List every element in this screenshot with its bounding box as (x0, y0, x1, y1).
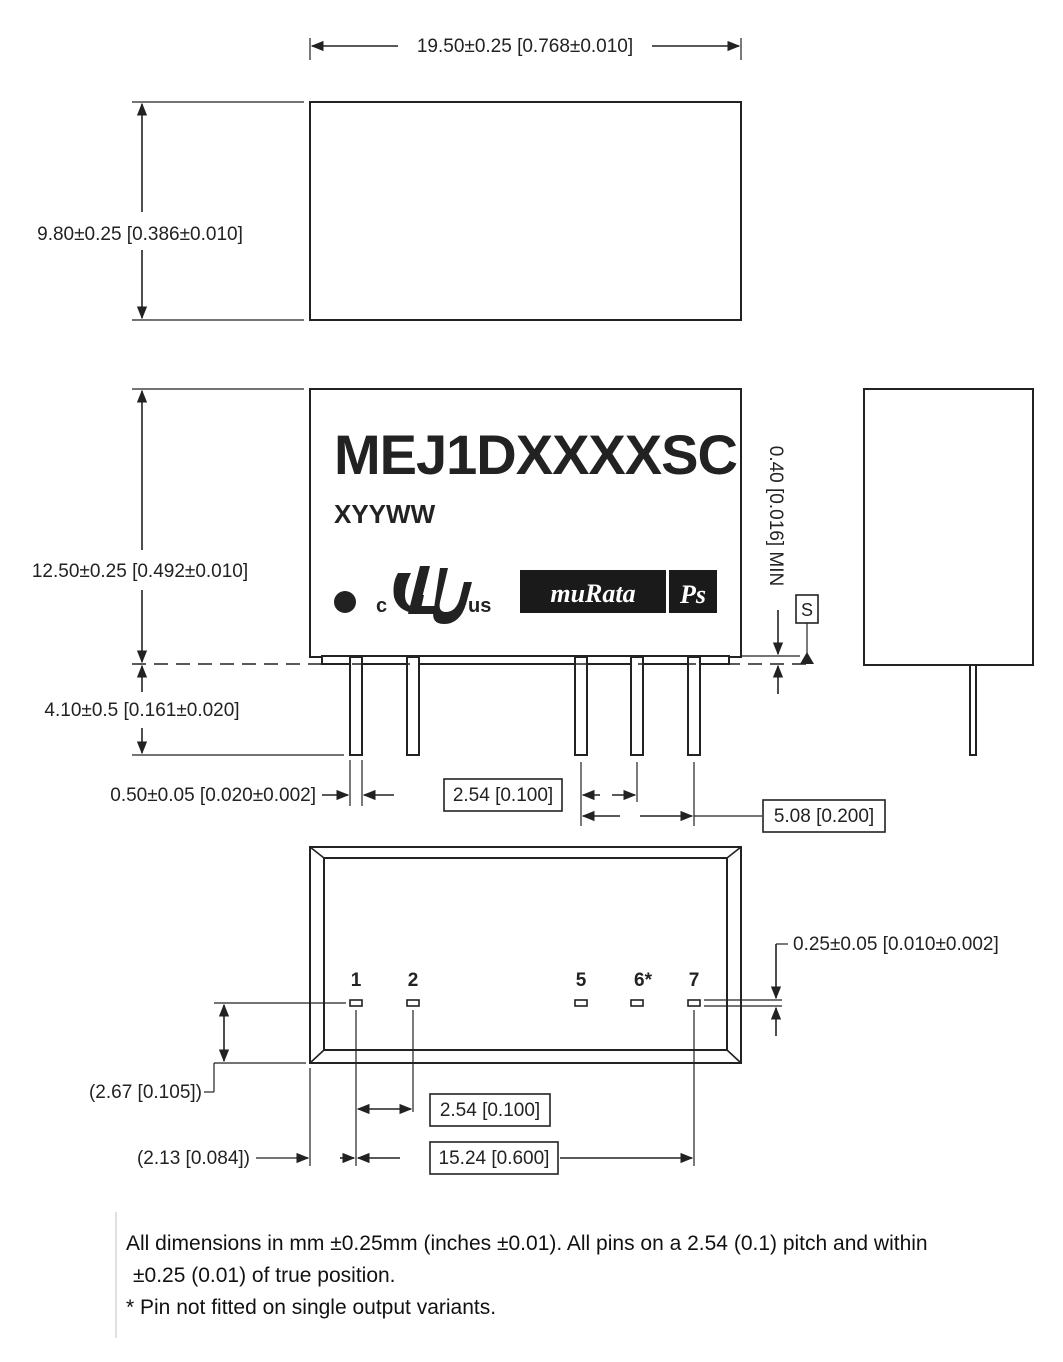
pin-thickness-dimension: 0.25±0.05 [0.010±0.002] (793, 934, 999, 955)
pad-pin-6 (630, 999, 644, 1007)
date-code: XYYWW (334, 499, 436, 529)
pitch-bottom-box (429, 1093, 551, 1127)
pitch-bottom-dimension: 2.54 [0.100] (440, 1100, 540, 1121)
row-offset-dimension: (2.67 [0.105]) (89, 1082, 202, 1103)
pin-label-6: 6* (634, 970, 653, 991)
pin-label-5: 5 (576, 970, 587, 991)
brand-name: muRata (550, 579, 635, 608)
top-view-outline (309, 101, 742, 321)
side-view-pin (969, 664, 977, 756)
part-number: MEJ1DXXXXSC (334, 423, 737, 486)
pitch-side-box (443, 778, 563, 812)
murata-logo: muRata Ps (520, 570, 717, 613)
cert-prefix: c (376, 595, 387, 617)
cert-suffix: us (468, 595, 491, 617)
pin-span-box (429, 1141, 559, 1175)
front-view: MEJ1DXXXXSC XYYWW c us muRata Ps 12.50±0… (14, 388, 886, 833)
front-pin-5 (574, 656, 588, 756)
front-pin-1 (349, 656, 363, 756)
pin-label-7: 7 (689, 970, 700, 991)
front-pin-7 (687, 656, 701, 756)
datum-triangle-icon (800, 652, 814, 664)
pin-span-dimension: 15.24 [0.600] (439, 1148, 550, 1169)
brand-suffix: Ps (679, 580, 706, 609)
standoff-base (321, 655, 730, 665)
pad-pin-7 (687, 999, 701, 1007)
depth-dimension: 9.80±0.25 [0.386±0.010] (37, 224, 243, 245)
pin1-dot-icon (334, 591, 356, 613)
pin-width-dimension: 0.50±0.05 [0.020±0.002] (110, 785, 316, 806)
datum-s-label: S (801, 600, 813, 620)
ul-recognized-icon: c us (376, 566, 491, 624)
pin-label-2: 2 (408, 970, 419, 991)
pitch-double-dimension: 5.08 [0.200] (774, 806, 874, 827)
note-line-3: * Pin not fitted on single output varian… (126, 1296, 496, 1319)
height-dimension: 12.50±0.25 [0.492±0.010] (32, 561, 248, 582)
pin-label-1: 1 (351, 970, 362, 991)
pad-pin-2 (406, 999, 420, 1007)
front-pin-2 (406, 656, 420, 756)
note-line-2: ±0.25 (0.01) of true position. (133, 1264, 396, 1287)
edge-offset-dimension: (2.13 [0.084]) (137, 1148, 250, 1169)
bottom-view-inner (323, 857, 728, 1051)
front-pin-6 (630, 656, 644, 756)
side-view-outline (863, 388, 1034, 666)
width-dimension: 19.50±0.25 [0.768±0.010] (417, 36, 633, 57)
pad-pin-5 (574, 999, 588, 1007)
standoff-dimension: 0.40 [0.016] MIN (765, 446, 786, 586)
pitch-double-box (762, 799, 886, 833)
side-view (863, 388, 1034, 756)
bottom-view: 1 2 5 6* 7 0.25±0.05 [0.010±0.002] (2.67… (89, 846, 999, 1175)
pin-length-dimension: 4.10±0.5 [0.161±0.020] (44, 700, 239, 721)
top-view: 19.50±0.25 [0.768±0.010] 9.80±0.25 [0.38… (20, 36, 742, 321)
pad-pin-1 (349, 999, 363, 1007)
note-line-1: All dimensions in mm ±0.25mm (inches ±0.… (126, 1232, 928, 1255)
pitch-side-dimension: 2.54 [0.100] (453, 785, 553, 806)
notes: All dimensions in mm ±0.25mm (inches ±0.… (115, 1212, 928, 1338)
